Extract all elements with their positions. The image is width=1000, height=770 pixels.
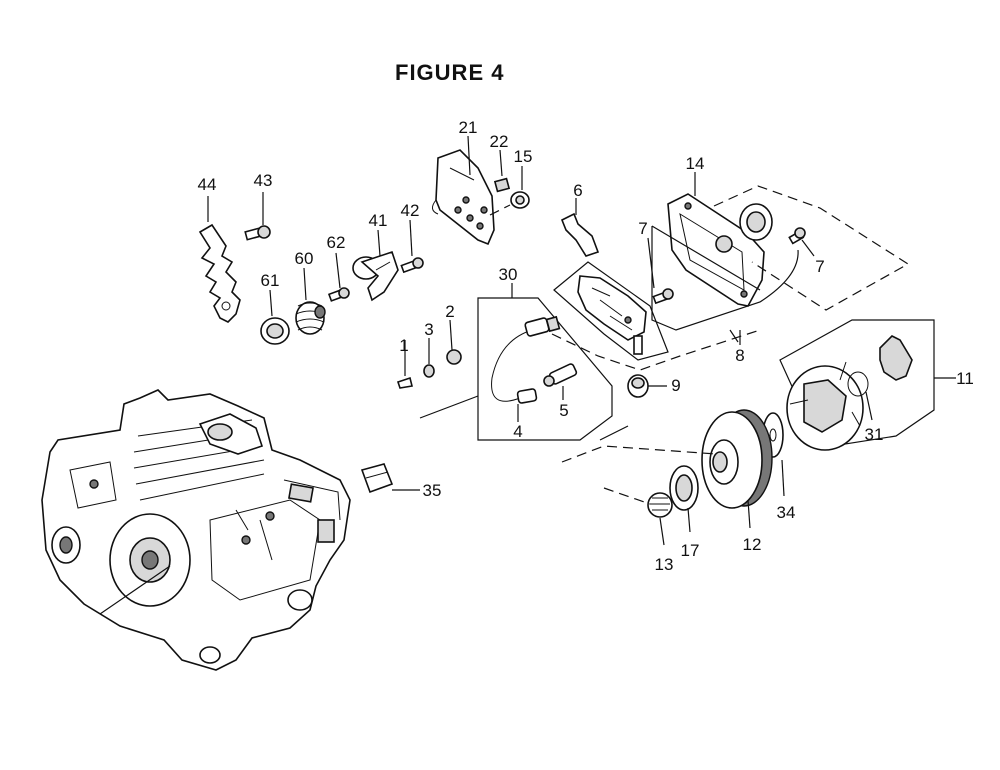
part-11-clutch-shoe-assembly	[786, 361, 864, 451]
part-31-spring	[847, 371, 869, 397]
callout-22: 22	[490, 132, 509, 151]
callout-8: 8	[735, 346, 744, 365]
part-3-spring-washer	[423, 364, 435, 378]
part-61-cap	[260, 317, 290, 345]
part-2-nut	[446, 349, 462, 365]
callout-34: 34	[777, 503, 796, 522]
part-44-chain-catcher	[198, 223, 241, 323]
callout-43: 43	[254, 171, 273, 190]
part-17-rim-sprocket	[669, 465, 699, 511]
callout-61: 61	[261, 271, 280, 290]
callout-3: 3	[424, 320, 433, 339]
callout-1: 1	[399, 336, 408, 355]
part-7-screw-a	[652, 288, 674, 305]
part-43-screw	[244, 225, 271, 241]
callout-7b: 7	[815, 257, 824, 276]
callout-15: 15	[514, 147, 533, 166]
callout-14: 14	[686, 154, 705, 173]
callout-4: 4	[513, 422, 522, 441]
callout-62: 62	[327, 233, 346, 252]
callout-11: 11	[956, 369, 974, 388]
callout-12: 12	[743, 535, 762, 554]
callout-5: 5	[559, 401, 568, 420]
part-9-bushing	[627, 374, 649, 398]
part-7-screw-b	[788, 227, 806, 245]
callout-41: 41	[369, 211, 388, 230]
clutch-hub	[879, 335, 913, 381]
pump-group-outline	[553, 261, 669, 361]
part-42-screw	[400, 257, 424, 274]
oil-pump-body	[577, 275, 647, 355]
part-6-oil-pump-drive	[560, 212, 600, 257]
callout-35: 35	[423, 481, 442, 500]
callout-7a: 7	[638, 219, 647, 238]
part-21-guide-plate	[432, 149, 495, 246]
part-22-nut	[493, 177, 511, 193]
callout-21: 21	[459, 118, 478, 137]
part-1-pin	[396, 376, 413, 389]
callout-9: 9	[671, 376, 680, 395]
callout-44: 44	[198, 175, 217, 194]
group-30-outline	[477, 297, 613, 441]
callout-30: 30	[499, 265, 518, 284]
callout-17: 17	[681, 541, 700, 560]
clutch-cover-bearing	[739, 203, 773, 241]
part-60-spring	[295, 301, 326, 335]
part-62-screw	[327, 287, 350, 302]
part-30-oil-hose	[491, 315, 561, 404]
part-41-oil-pump-cover	[352, 250, 399, 302]
callout-42: 42	[401, 201, 420, 220]
figure-title: FIGURE 4	[395, 60, 504, 85]
part-35-buffer	[360, 463, 394, 494]
callout-60: 60	[295, 249, 314, 268]
engine-crankcase	[41, 389, 351, 671]
part-15-washer	[510, 191, 530, 209]
callout-2: 2	[445, 302, 454, 321]
callout-6: 6	[573, 181, 582, 200]
part-5-fitting	[543, 363, 578, 387]
callout-31: 31	[865, 425, 884, 444]
part-13-needle-bearing	[647, 492, 673, 518]
part-12-clutch-drum	[701, 409, 773, 509]
callout-13: 13	[655, 555, 674, 574]
